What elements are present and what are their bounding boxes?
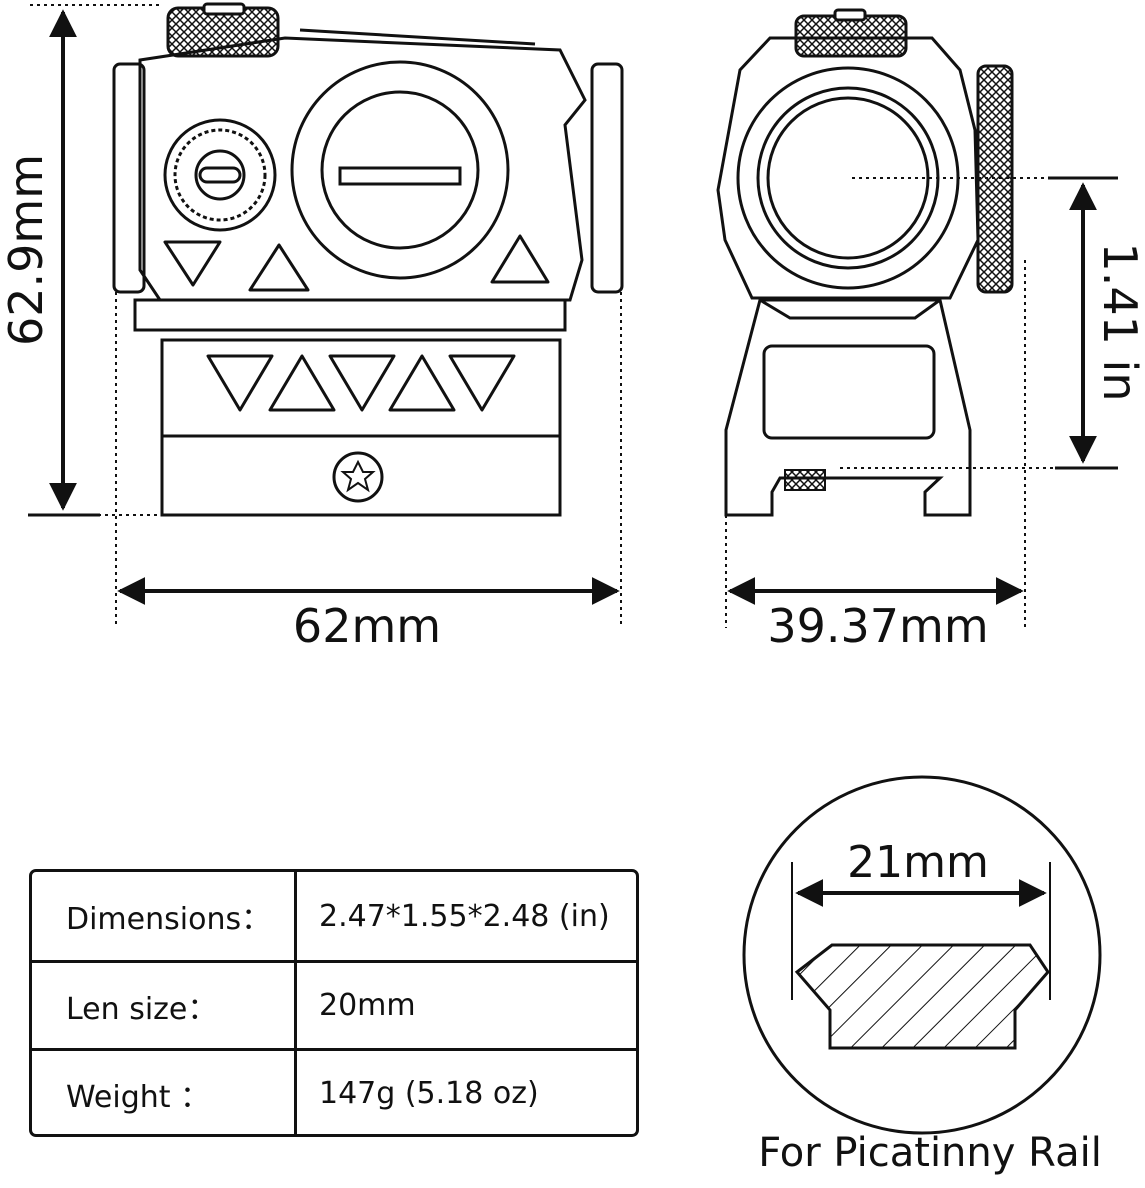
spec-value: 20mm bbox=[319, 988, 416, 1023]
width-dimension-label: 62mm bbox=[293, 599, 441, 653]
picatinny-rail-detail bbox=[742, 775, 1102, 1135]
rail-width-label: 21mm bbox=[847, 837, 989, 888]
spec-row-weight: Weight ： 147g (5.18 oz) bbox=[32, 1048, 636, 1134]
spec-row-lens-size: Len size： 20mm bbox=[32, 960, 636, 1048]
side-view-drawing bbox=[716, 8, 1014, 517]
height-dimension-label: 62.9mm bbox=[0, 154, 53, 346]
side-dimension-lines bbox=[725, 176, 1118, 628]
spec-value: 2.47*1.55*2.48 (in) bbox=[319, 898, 610, 934]
spec-label: Len size： bbox=[32, 963, 297, 1048]
rail-cross-section bbox=[794, 943, 1050, 1050]
spec-row-dimensions: Dimensions： 2.47*1.55*2.48 (in) bbox=[32, 872, 636, 960]
axis-height-dimension-label: 1.41 in bbox=[1093, 243, 1145, 402]
spec-label: Weight ： bbox=[32, 1051, 297, 1134]
depth-dimension-label: 39.37mm bbox=[767, 599, 988, 653]
spec-label: Dimensions： bbox=[32, 872, 297, 960]
rail-caption: For Picatinny Rail bbox=[758, 1130, 1102, 1176]
specifications-table: Dimensions： 2.47*1.55*2.48 (in) Len size… bbox=[29, 869, 639, 1137]
front-dimension-lines bbox=[28, 4, 622, 628]
front-view-drawing bbox=[112, 2, 624, 517]
spec-value: 147g (5.18 oz) bbox=[319, 1076, 539, 1111]
